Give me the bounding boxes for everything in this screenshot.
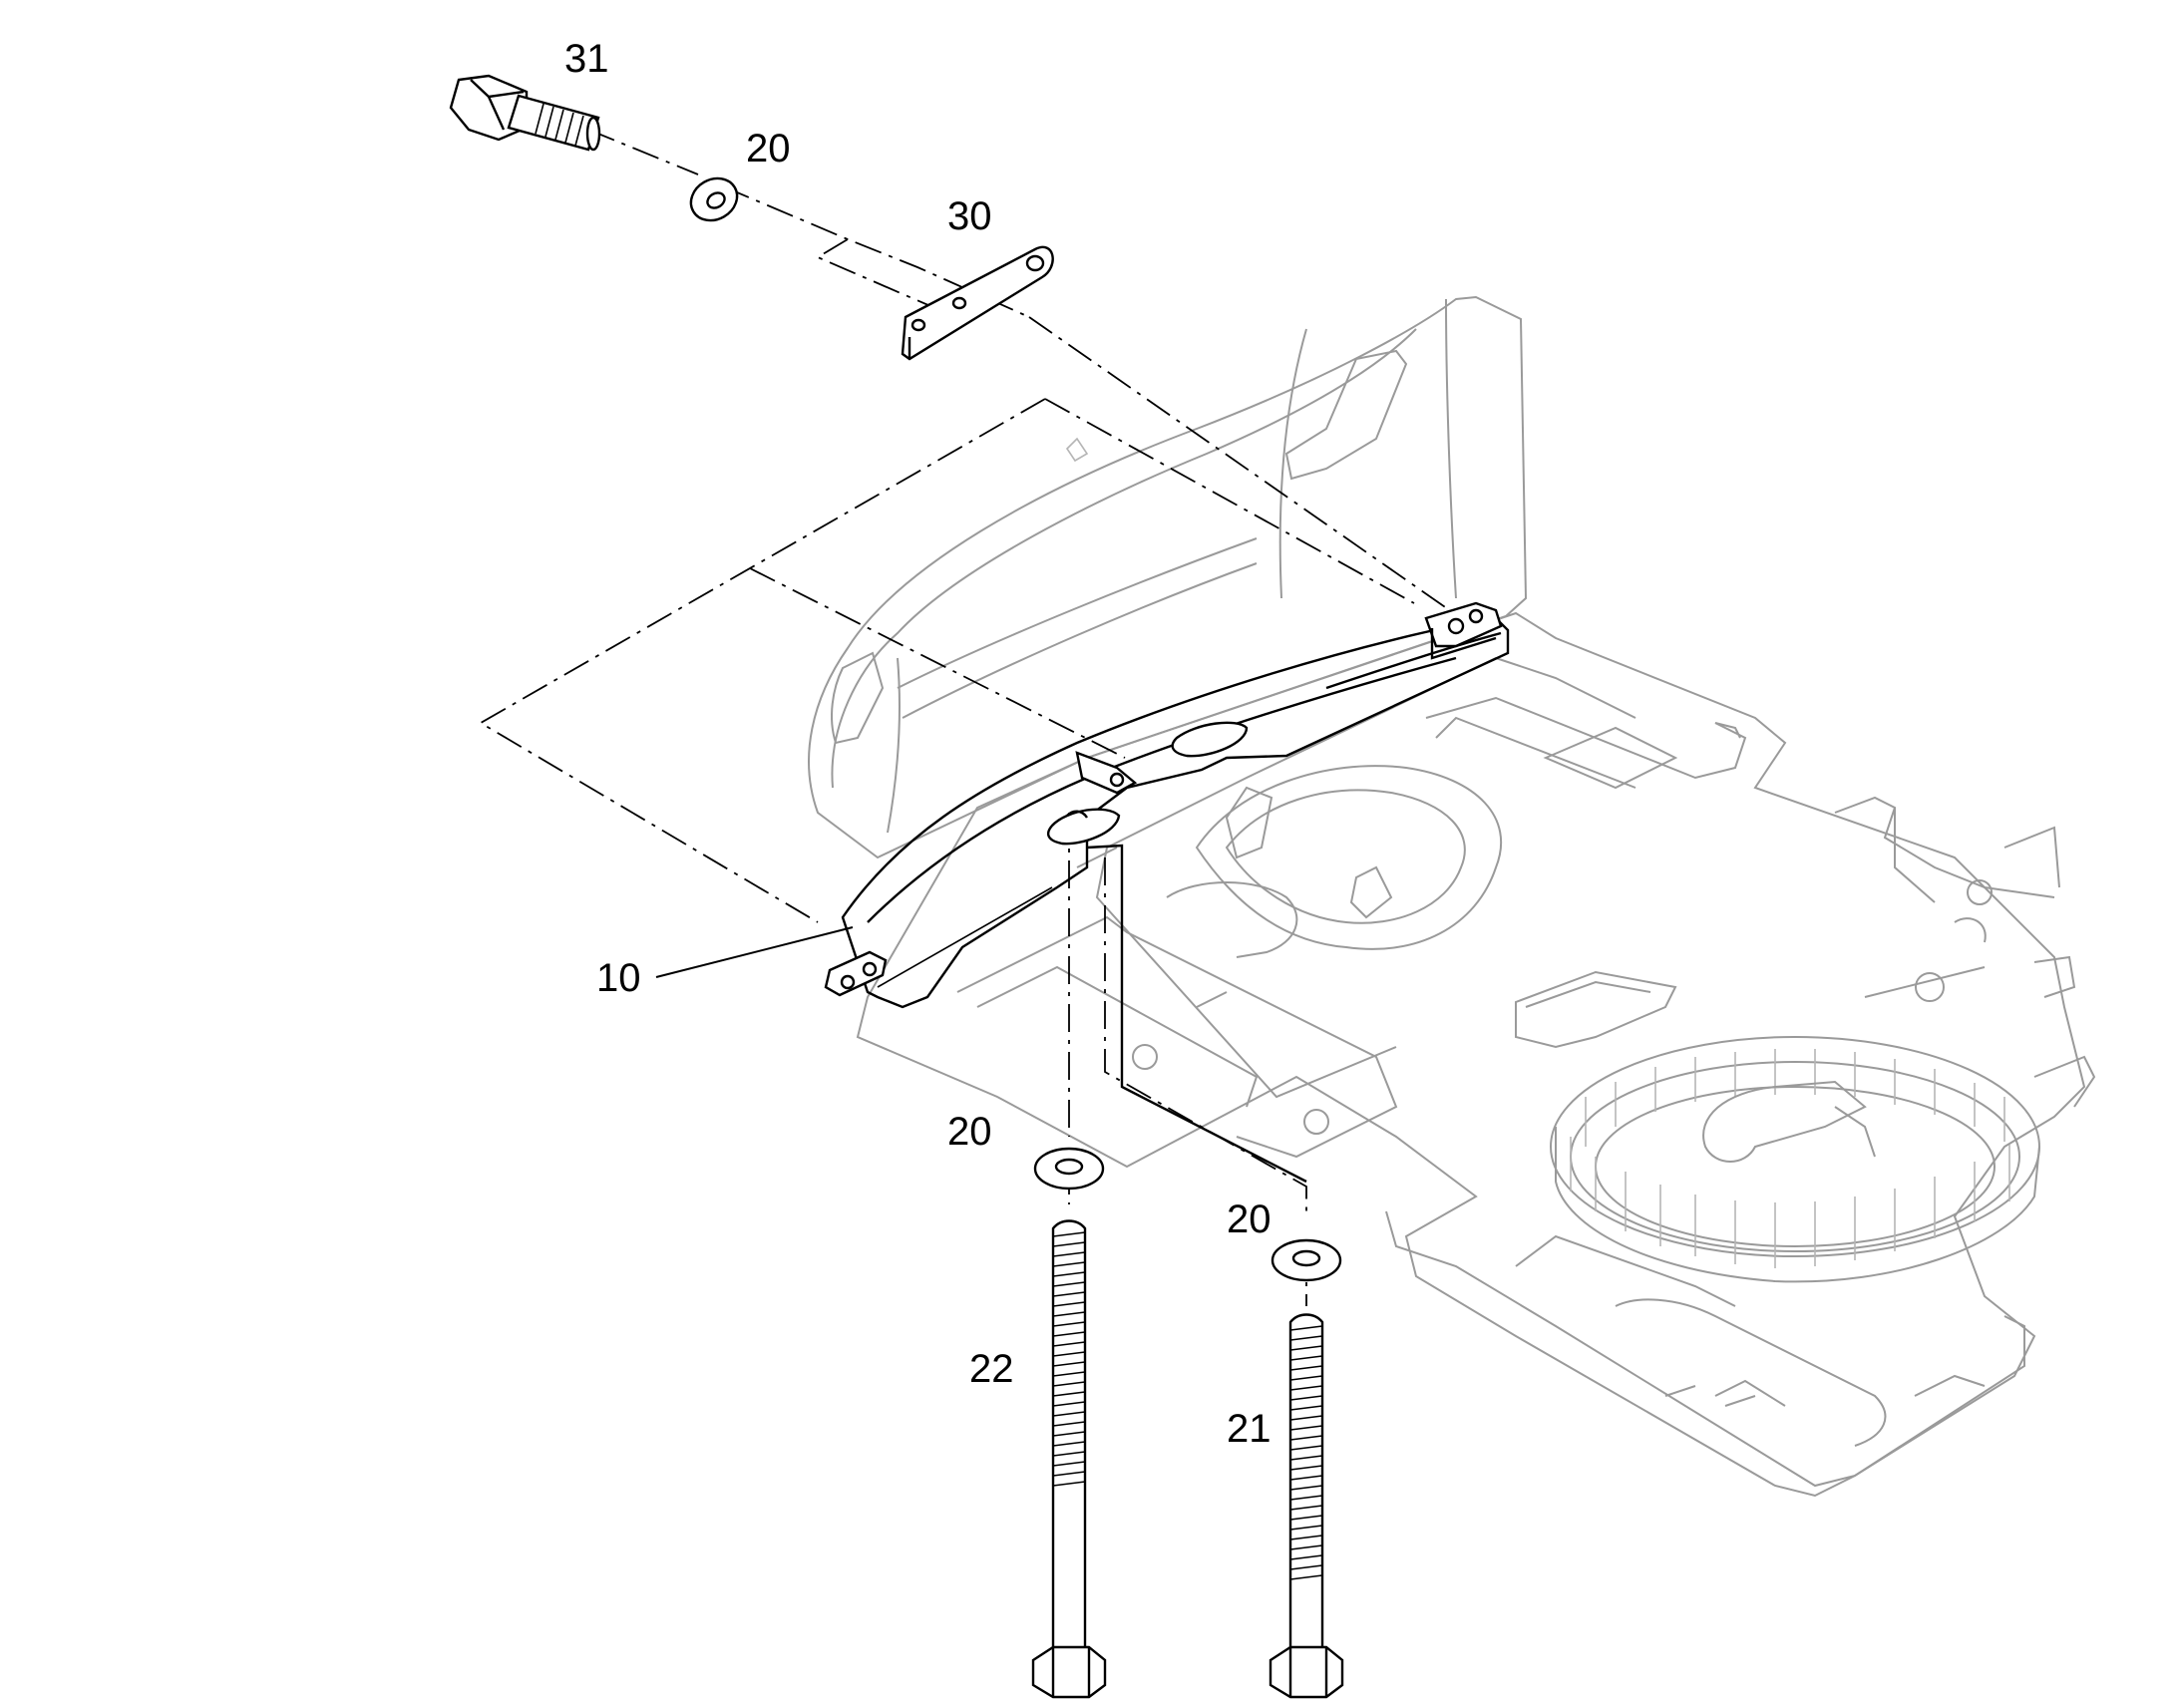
part-22-long-bolt bbox=[1031, 1219, 1107, 1699]
part-31-hex-bolt bbox=[449, 74, 601, 152]
part-10-undercover-panel bbox=[824, 601, 1510, 1184]
part-30-link-plate bbox=[901, 245, 1054, 361]
callout-20-right: 20 bbox=[1227, 1197, 1272, 1241]
part-20-washer-right bbox=[1271, 1238, 1342, 1282]
callout-22: 22 bbox=[969, 1347, 1014, 1391]
callout-20-left: 20 bbox=[947, 1110, 992, 1154]
callout-31: 31 bbox=[564, 37, 609, 81]
callout-30: 30 bbox=[947, 194, 992, 238]
machine-frame bbox=[808, 295, 2096, 1498]
callout-labels: 31 20 30 10 20 20 22 21 bbox=[564, 37, 1272, 1451]
callout-20-top: 20 bbox=[746, 127, 791, 171]
assembly-lines bbox=[479, 129, 1462, 1306]
part-21-long-bolt bbox=[1269, 1313, 1344, 1699]
callout-10: 10 bbox=[596, 956, 641, 1000]
callout-21: 21 bbox=[1227, 1407, 1272, 1451]
part-20-washer-left bbox=[1033, 1147, 1105, 1191]
part-20-washer-top bbox=[689, 176, 739, 222]
leader-line-10 bbox=[655, 926, 854, 978]
